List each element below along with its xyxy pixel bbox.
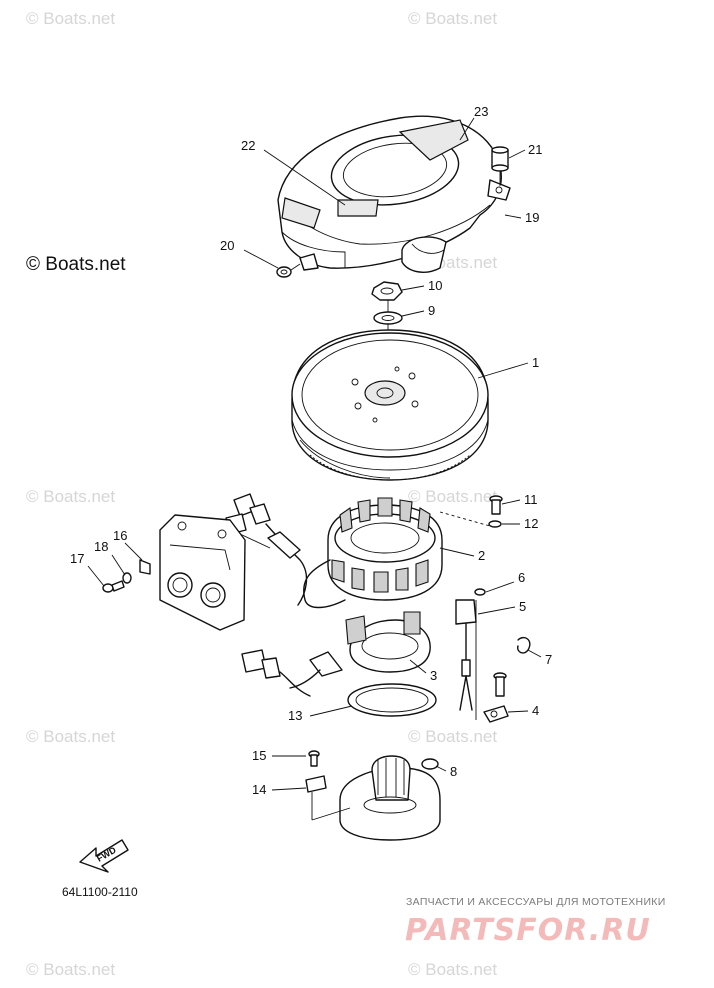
callout-11: 11 (524, 492, 538, 507)
watermark: © Boats.net (26, 487, 115, 506)
grommet-21 (491, 146, 509, 186)
callout-23: 23 (474, 104, 488, 119)
callout-15: 15 (252, 748, 266, 763)
pulser-coil (241, 611, 431, 697)
screw-6 (474, 588, 486, 596)
flywheel-teeth (309, 454, 471, 481)
brand-block: ЗАПЧАСТИ И АКСЕССУАРЫ ДЛЯ МОТОТЕХНИКИ PA… (405, 896, 666, 948)
base-housing (339, 755, 441, 841)
callout-16: 16 (113, 528, 127, 543)
watermark: © Boats.net (408, 487, 497, 506)
callout-6: 6 (518, 570, 525, 585)
rectifier-5 (455, 599, 477, 720)
plug-8 (421, 758, 439, 770)
copyright-label: © Boats.net (26, 254, 126, 275)
callout-13: 13 (288, 708, 302, 723)
stator-coil (303, 497, 443, 609)
watermark: © Boats.net (26, 960, 115, 979)
fwd-arrow-icon: FWD (79, 839, 129, 873)
callout-18: 18 (94, 539, 108, 554)
watermark: © Boats.net (408, 727, 497, 746)
watermark: © Boats.net (408, 9, 497, 28)
callout-labels: 23 22 21 19 20 10 9 1 11 12 2 16 18 17 6… (70, 104, 552, 797)
callout-5: 5 (519, 599, 526, 614)
flywheel-rotor (291, 329, 489, 481)
callout-3: 3 (430, 668, 437, 683)
callout-1: 1 (532, 355, 539, 370)
leader-lines (87, 117, 542, 791)
callout-22: 22 (241, 138, 255, 153)
nut-10 (371, 281, 403, 301)
callout-9: 9 (428, 303, 435, 318)
callout-12: 12 (524, 516, 538, 531)
callout-8: 8 (450, 764, 457, 779)
callout-10: 10 (428, 278, 442, 293)
o-ring-13 (347, 683, 437, 717)
callout-21: 21 (528, 142, 542, 157)
screw-15 (308, 750, 320, 767)
clamp-14 (305, 775, 351, 821)
screw-17 (102, 580, 125, 593)
washer-12 (488, 520, 502, 528)
watermark: © Boats.net (26, 727, 115, 746)
callout-14: 14 (252, 782, 266, 797)
bolt-4 (483, 672, 509, 723)
clip-7 (516, 636, 531, 654)
callout-19: 19 (525, 210, 539, 225)
watermark: © Boats.net (26, 9, 115, 28)
brand-subtitle: ЗАПЧАСТИ И АКСЕССУАРЫ ДЛЯ МОТОТЕХНИКИ (406, 896, 666, 908)
watermark: © Boats.net (408, 960, 497, 979)
diagram-code: 64L1100-2110 (62, 885, 138, 899)
flywheel-cover (277, 115, 511, 273)
collar-20 (276, 263, 301, 278)
washer-9 (373, 311, 403, 325)
callout-2: 2 (478, 548, 485, 563)
callout-20: 20 (220, 238, 234, 253)
stator-harness (225, 493, 308, 606)
brand-logo: PARTSFOR.RU (405, 913, 651, 948)
engine-bracket (159, 514, 246, 631)
callout-17: 17 (70, 551, 84, 566)
callout-7: 7 (545, 652, 552, 667)
bolt-11 (489, 495, 503, 515)
callout-4: 4 (532, 703, 539, 718)
washer-18 (122, 572, 132, 584)
clamp-16 (139, 559, 151, 575)
